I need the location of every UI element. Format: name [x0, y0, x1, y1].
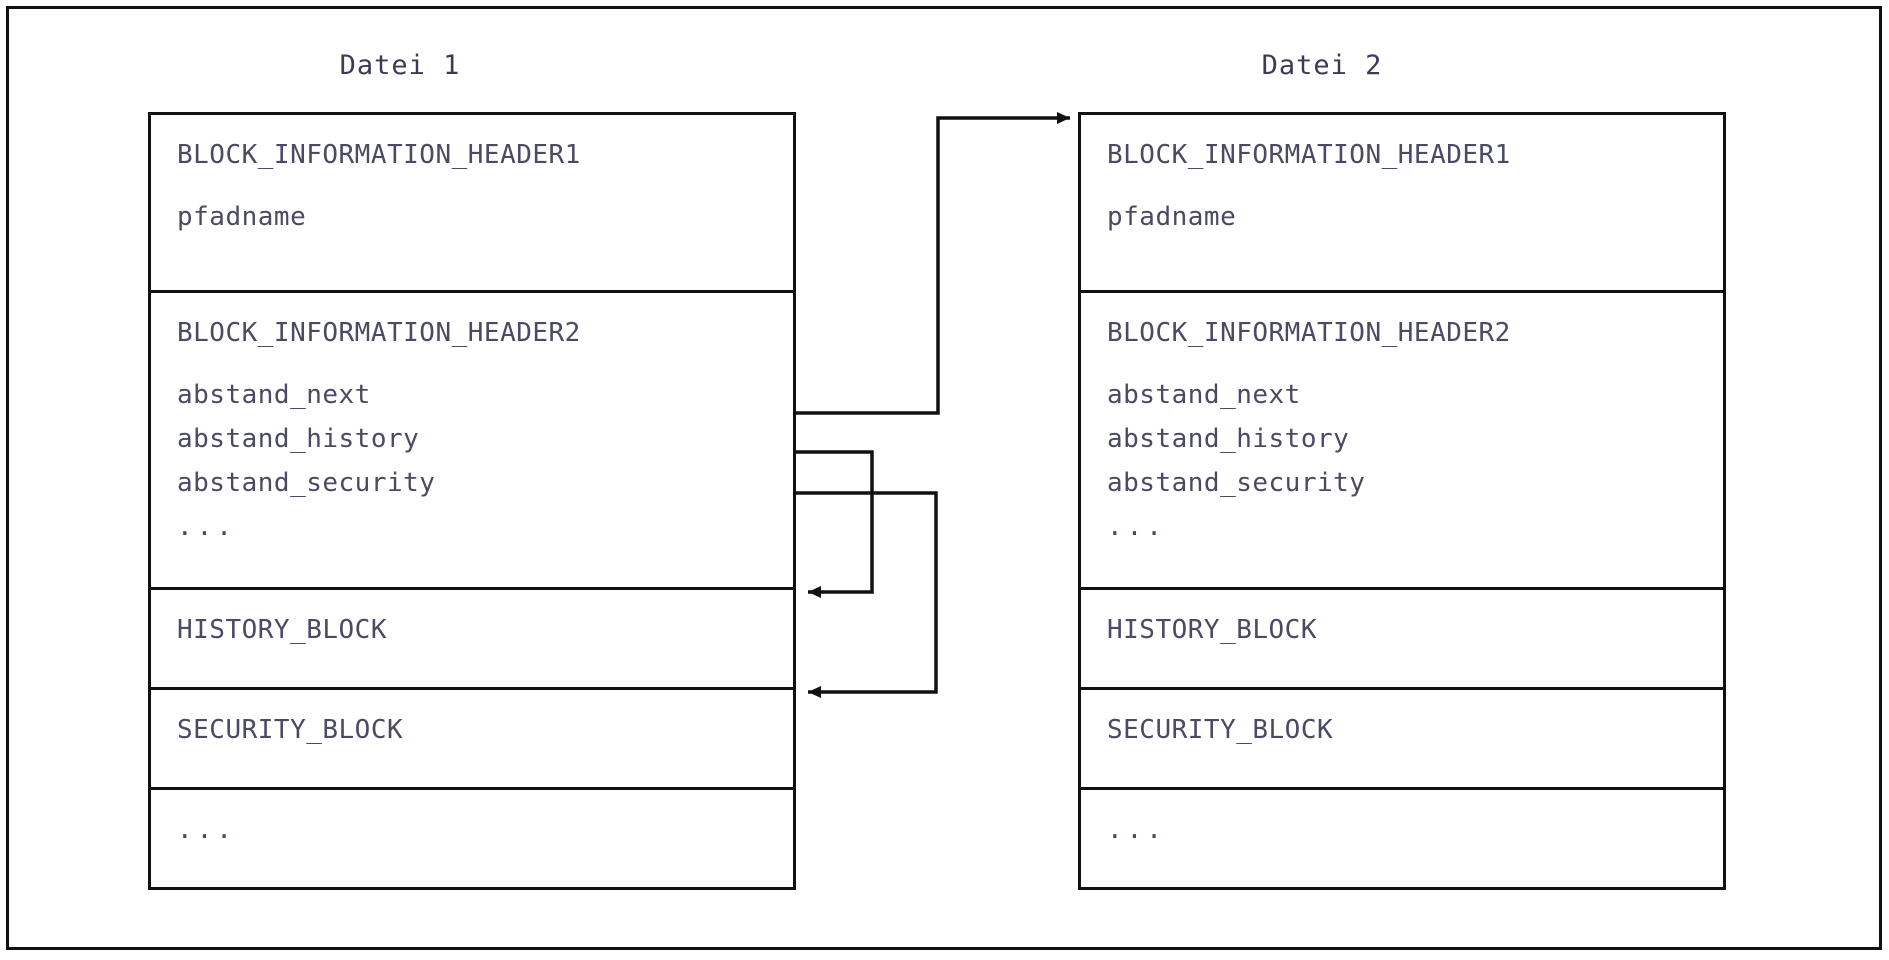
row-abstand-security: abstand_security: [1107, 468, 1366, 498]
row-history-block: HISTORY_BLOCK: [1107, 615, 1317, 645]
row-ellipsis-more: ...: [177, 815, 236, 845]
section-header2-datei-2: BLOCK_INFORMATION_HEADER2 abstand_next a…: [1081, 293, 1723, 590]
row-abstand-security: abstand_security: [177, 468, 436, 498]
section-history-block-datei-1: HISTORY_BLOCK: [151, 590, 793, 690]
row-block-information-header2: BLOCK_INFORMATION_HEADER2: [1107, 318, 1511, 348]
row-security-block: SECURITY_BLOCK: [1107, 715, 1334, 745]
row-security-block: SECURITY_BLOCK: [177, 715, 404, 745]
section-header2-datei-1: BLOCK_INFORMATION_HEADER2 abstand_next a…: [151, 293, 793, 590]
file-box-datei-1: BLOCK_INFORMATION_HEADER1 pfadname BLOCK…: [148, 112, 796, 890]
row-block-information-header2: BLOCK_INFORMATION_HEADER2: [177, 318, 581, 348]
file-title-datei-2: Datei 2: [1261, 50, 1383, 81]
row-abstand-next: abstand_next: [177, 380, 371, 410]
section-history-block-datei-2: HISTORY_BLOCK: [1081, 590, 1723, 690]
file-title-datei-1: Datei 1: [339, 50, 461, 81]
row-block-information-header1: BLOCK_INFORMATION_HEADER1: [177, 140, 581, 170]
outer-frame: [6, 6, 1882, 950]
row-history-block: HISTORY_BLOCK: [177, 615, 387, 645]
row-block-information-header1: BLOCK_INFORMATION_HEADER1: [1107, 140, 1511, 170]
row-ellipsis-header2: ...: [177, 512, 236, 542]
section-header1-datei-1: BLOCK_INFORMATION_HEADER1 pfadname: [151, 115, 793, 293]
section-security-block-datei-1: SECURITY_BLOCK: [151, 690, 793, 790]
row-abstand-history: abstand_history: [177, 424, 420, 454]
row-abstand-next: abstand_next: [1107, 380, 1301, 410]
row-pfadname: pfadname: [177, 202, 307, 232]
row-ellipsis-header2: ...: [1107, 512, 1166, 542]
section-header1-datei-2: BLOCK_INFORMATION_HEADER1 pfadname: [1081, 115, 1723, 293]
file-box-datei-2: BLOCK_INFORMATION_HEADER1 pfadname BLOCK…: [1078, 112, 1726, 890]
row-pfadname: pfadname: [1107, 202, 1237, 232]
row-abstand-history: abstand_history: [1107, 424, 1350, 454]
section-more-datei-1: ...: [151, 790, 793, 887]
section-more-datei-2: ...: [1081, 790, 1723, 887]
section-security-block-datei-2: SECURITY_BLOCK: [1081, 690, 1723, 790]
row-ellipsis-more: ...: [1107, 815, 1166, 845]
